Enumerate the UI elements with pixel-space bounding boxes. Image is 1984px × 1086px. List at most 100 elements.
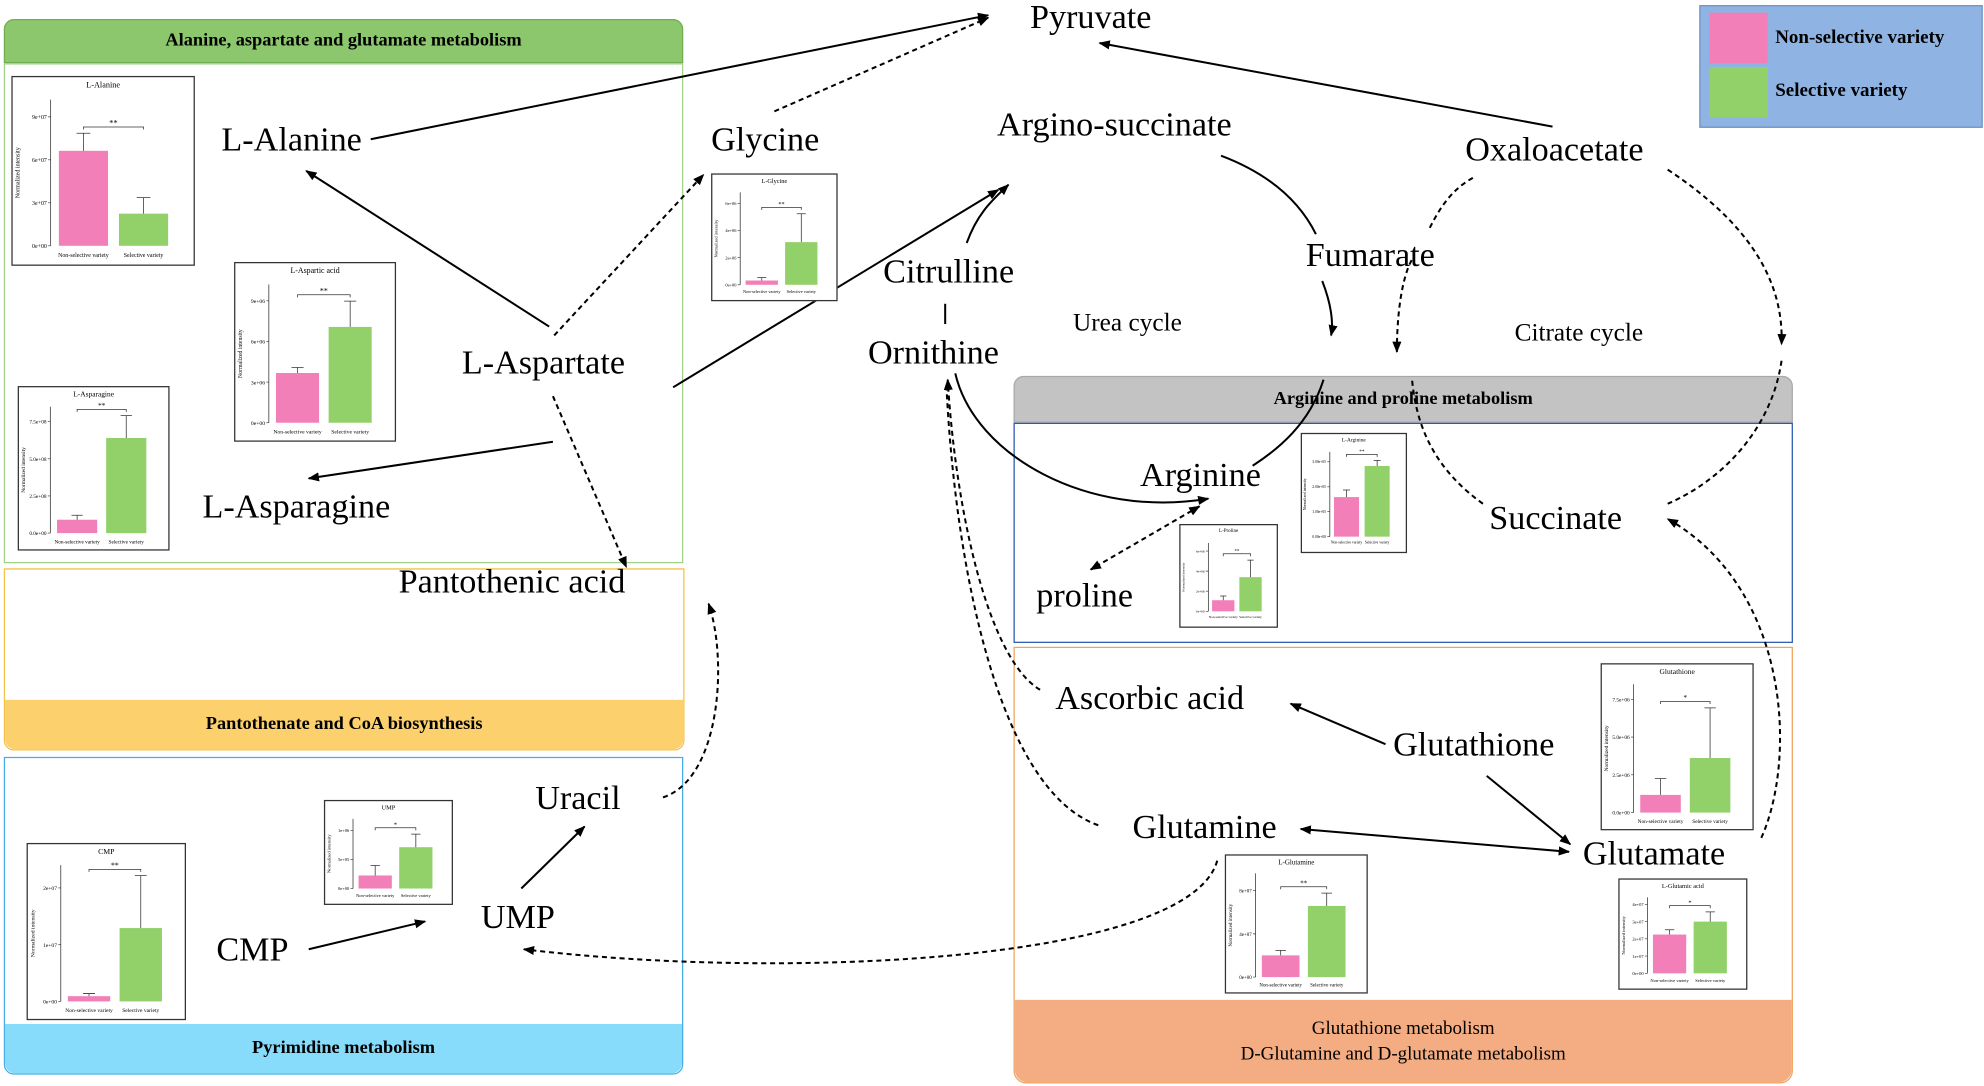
arrow-aspartate-asparagine — [307, 440, 554, 482]
metabolite-arginine: Arginine — [1140, 455, 1261, 494]
mini-chart-title: UMP — [382, 804, 396, 811]
mini-chart-significance: * — [1688, 899, 1691, 906]
mini-chart-y-tick-label: 0e+00 — [251, 421, 265, 427]
mini-chart-significance-bracket — [1660, 701, 1711, 705]
mini-chart-x-label: Non-selective variety — [1650, 978, 1689, 983]
metabolite-l-asparagine: L-Asparagine — [202, 487, 391, 526]
mini-chart-x-label: Non-selective variety — [54, 539, 100, 545]
mini-chart-significance: * — [394, 822, 397, 829]
mini-chart-significance: ** — [98, 401, 106, 410]
mini-chart-title: Glutathione — [1660, 667, 1696, 676]
mini-chart-y-tick-label: 2e+07 — [43, 886, 57, 892]
legend: Non-selective variety Selective variety — [1699, 5, 1983, 128]
mini-chart-significance-bracket — [76, 408, 127, 412]
mini-chart-bar — [67, 996, 111, 1002]
mini-chart-bar — [57, 519, 98, 534]
mini-chart-y-tick-label: 0.00e+00 — [1312, 535, 1326, 539]
arrow-aspartate-alanine — [305, 170, 550, 328]
box-header-arginine: Arginine and proline metabolism — [1013, 375, 1793, 423]
mini-chart-significance: ** — [320, 287, 328, 296]
mini-chart-x-label: Selective variety — [124, 253, 164, 259]
metabolite-glycine: Glycine — [711, 120, 820, 159]
arrow-aspartate-pantothenic — [552, 395, 628, 569]
mini-chart-bar — [58, 150, 109, 246]
mini-chart-bar — [745, 280, 778, 285]
mini-chart-y-tick-label: 2e+06 — [1196, 590, 1205, 594]
mini-chart-bar — [1212, 600, 1235, 612]
mini-chart-bar — [1261, 955, 1300, 978]
box-glutathione — [1013, 646, 1793, 1084]
mini-chart-y-tick-label: 9e+07 — [32, 115, 47, 121]
box-header-alanine-text: Alanine, aspartate and glutamate metabol… — [165, 30, 522, 51]
metabolite-uracil: Uracil — [535, 778, 621, 817]
mini-chart-significance-bracket — [374, 827, 417, 831]
mini-chart-y-tick-label: 6e+06 — [251, 340, 265, 346]
metabolite-pantothenic-acid: Pantothenic acid — [398, 561, 626, 600]
arrow-glutamate-succinate — [1666, 518, 1781, 839]
cycle-label-citrate: Citrate cycle — [1514, 318, 1644, 347]
mini-chart-y-tick-label: 7.5e+08 — [29, 420, 47, 426]
mini-chart-title: L-Proline — [1219, 529, 1239, 534]
mini-chart-significance-bracket — [297, 294, 351, 298]
mini-chart-x-label: Non-selective variety — [1331, 541, 1363, 545]
arrow-alanine-pyruvate — [370, 12, 990, 141]
metabolite-l-alanine: L-Alanine — [221, 120, 362, 159]
arrow-glutamine-ump — [522, 860, 1219, 965]
mini-chart-y-tick-label: 2.00e+05 — [1312, 485, 1326, 489]
mini-chart-y-label: Normalized intensity — [326, 834, 331, 873]
mini-chart-y-tick-label: 3e+06 — [251, 380, 265, 386]
mini-chart-y-tick-label: 2.5e+08 — [29, 494, 47, 500]
mini-chart-bar — [1364, 465, 1390, 537]
mini-chart-x-label: Selective variety — [787, 289, 817, 294]
mini-chart-y-label: Normalized intensity — [1181, 562, 1185, 592]
arc-arginosuccinate-fumarate — [1220, 154, 1317, 235]
mini-chart-x-label: Non-selective variety — [356, 893, 395, 898]
metabolite-succinate: Succinate — [1489, 498, 1623, 537]
mini-chart-significance-bracket — [1280, 886, 1328, 890]
box-header-alanine: Alanine, aspartate and glutamate metabol… — [3, 18, 684, 64]
mini-chart-bar — [1652, 934, 1687, 974]
mini-chart-y-tick-label: 4e+06 — [725, 228, 737, 233]
box-alanine — [3, 63, 684, 564]
arrow-ascorbic-ornithine — [943, 378, 1041, 691]
arc-ornithine-arginine — [954, 373, 1210, 505]
arrow-cmp-ump — [308, 919, 427, 951]
mini-chart-significance: ** — [109, 119, 117, 128]
metabolite-proline: proline — [1036, 575, 1134, 614]
metabolite-ornithine: Ornithine — [867, 332, 999, 371]
box-header-arginine-text: Arginine and proline metabolism — [1273, 388, 1533, 409]
mini-chart-y-tick-label: 4e+07 — [1632, 902, 1644, 907]
mini-chart-significance-bracket — [1346, 454, 1378, 457]
mini-chart-y-tick-label: 7.5e+06 — [1612, 697, 1630, 703]
mini-chart-x-label: Selective variety — [109, 539, 145, 545]
metabolite-citrulline: Citrulline — [883, 251, 1015, 290]
mini-chart-x-label: Non-selective variety — [743, 289, 781, 294]
arc-citrate-right-succinate — [1667, 360, 1783, 505]
box-header-glutathione: Glutathione metabolism D-Glutamine and D… — [1014, 999, 1792, 1083]
mini-chart-y-tick-label: 0e+00 — [1632, 971, 1644, 976]
mini-chart-y-tick-label: 1e+06 — [338, 828, 350, 833]
mini-chart-y-tick-label: 0e+00 — [1196, 610, 1205, 614]
mini-chart-significance: ** — [778, 201, 784, 208]
box-header-pantothenate-text: Pantothenate and CoA biosynthesis — [205, 713, 483, 735]
mini-chart-y-label: Normalized intensity — [21, 447, 27, 493]
arrow-aspartate-glycine — [553, 173, 705, 337]
mini-chart-y-tick-label: 5e+05 — [338, 857, 350, 862]
arrow-glutamine-ornithine — [945, 385, 1099, 827]
metabolite-oxaloacetate: Oxaloacetate — [1465, 130, 1644, 169]
mini-chart-y-tick-label: 2e+07 — [1632, 937, 1644, 942]
mini-chart-y-tick-label: 1e+07 — [1632, 954, 1644, 959]
metabolite-glutamine: Glutamine — [1132, 807, 1277, 846]
